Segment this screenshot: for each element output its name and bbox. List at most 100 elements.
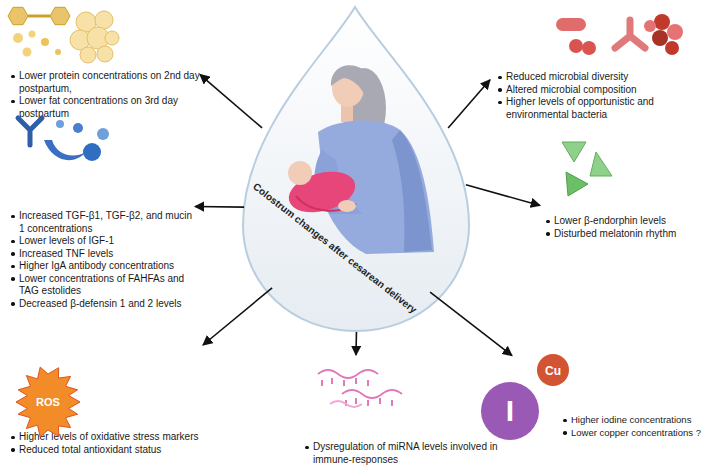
drop-outline [242, 5, 470, 332]
protein-fat-icon [97, 46, 113, 62]
arrow-connector [448, 80, 490, 128]
bullet-text: Increased TNF levels [10, 248, 195, 261]
protein-fat-icon [28, 15, 50, 18]
bacteria-icon [652, 30, 668, 46]
mother-illustration [392, 130, 432, 252]
hormone-icon [562, 142, 586, 162]
icon-label: I [506, 394, 514, 428]
protein-fat-icon [23, 48, 32, 57]
immune-factor-icon [44, 140, 86, 160]
arrow-connector [203, 288, 272, 345]
bullet-text: Increased TGF-β1, TGF-β2, and mucin 1 co… [10, 210, 195, 235]
finding-group: Increased TGF-β1, TGF-β2, and mucin 1 co… [5, 112, 195, 322]
protein-fat-icon [50, 7, 70, 24]
mirna-icon [346, 398, 392, 406]
bacteria-icon [569, 39, 583, 53]
mother-illustration [342, 68, 386, 148]
bullet-text: Disturbed melatonin rhythm [545, 228, 700, 241]
arrow-connector [195, 206, 244, 208]
bullet-text: Higher levels of oxidative stress marker… [10, 431, 225, 444]
ros-starburst [16, 367, 80, 437]
element-circles [537, 354, 569, 386]
mirna-icon [318, 370, 378, 378]
mirna-icon [322, 378, 368, 386]
bacteria-icon [556, 18, 586, 31]
icon-label: Cu [545, 364, 561, 378]
element-circles [481, 382, 539, 440]
finding-group: Dysregulation of miRNA levels involved i… [294, 355, 510, 470]
protein-fat-icon [8, 7, 119, 63]
immune-factor-icon [83, 143, 101, 161]
bullet-text: Altered microbial composition [497, 84, 680, 97]
mother-illustration [338, 200, 356, 212]
bullet-text: Lower protein concentrations on 2nd day … [10, 70, 200, 95]
mother-illustration [332, 69, 364, 107]
immune-factor-icon [18, 118, 109, 161]
bacteria-icon [665, 41, 679, 55]
icon-label: ROS [36, 396, 60, 408]
mirna-icon [342, 390, 402, 398]
bullet-text: Lower levels of IGF-1 [10, 235, 195, 248]
bullet-text: Higher iodine concentrations [562, 414, 708, 427]
hormone-icon [566, 172, 588, 196]
arrow-connector [200, 75, 262, 128]
bacteria-icon [667, 24, 683, 40]
bullet-text: Decreased β-defensin 1 and 2 levels [10, 298, 195, 311]
bullet-text: Dysregulation of miRNA levels involved i… [304, 441, 510, 466]
finding-group: Higher iodine concentrationsLower copper… [512, 340, 708, 470]
protein-fat-icon [105, 31, 119, 45]
colostrum-drop: Colostrum changes after cesarean deliver… [242, 5, 470, 332]
ros-starburst [16, 367, 80, 437]
protein-fat-icon [80, 47, 96, 63]
protein-fat-icon [95, 11, 113, 29]
mother-illustration [341, 100, 353, 122]
finding-group: Reduced microbial diversityAltered micro… [490, 5, 680, 115]
bullet-text: Reduced total antioxidant status [10, 444, 225, 457]
protein-fat-icon [8, 7, 28, 24]
bullet-text: Lower copper concentrations ? [562, 427, 708, 440]
hormone-icon [590, 152, 612, 176]
protein-fat-icon [55, 49, 61, 55]
arrow-connector [430, 292, 512, 355]
immune-factor-icon [18, 118, 42, 145]
protein-fat-icon [13, 33, 23, 43]
arrow-connector [355, 332, 357, 355]
bullet-text: Higher IgA antibody concentrations [10, 260, 195, 273]
drop-shape [243, 7, 469, 331]
protein-fat-icon [29, 31, 36, 38]
immune-factor-icon [73, 123, 83, 133]
bullet-text: Lower fat concentrations on 3rd day post… [10, 95, 200, 120]
immune-factor-icon [97, 128, 109, 140]
element-circles [481, 354, 569, 440]
bacteria-icon [582, 41, 596, 55]
bullet-text: Lower β-endorphin levels [545, 215, 700, 228]
bacteria-icon [556, 14, 683, 55]
immune-factor-icon [56, 120, 64, 128]
bacteria-icon [615, 20, 645, 48]
protein-fat-icon [70, 30, 90, 50]
arrow-connector [466, 185, 540, 206]
bullet-text: Lower concentrations of FAHFAs and TAG e… [10, 273, 195, 298]
bacteria-icon [654, 14, 670, 30]
mother-illustration [331, 65, 371, 104]
hormone-icon [562, 142, 612, 196]
bullet-text: Reduced microbial diversity [497, 71, 680, 84]
mother-illustration [288, 161, 312, 185]
mirna-icon [318, 370, 402, 407]
mirna-icon [330, 401, 362, 407]
mother-illustration [284, 65, 434, 254]
mother-illustration [318, 120, 434, 254]
mother-illustration [314, 150, 362, 214]
finding-group: Lower β-endorphin levelsDisturbed melato… [540, 135, 700, 245]
bacteria-icon [644, 20, 656, 32]
mother-illustration [296, 196, 356, 211]
bullet-text: Higher levels of opportunistic and envir… [497, 96, 680, 121]
finding-group: Lower protein concentrations on 2nd day … [5, 5, 200, 112]
mother-illustration [284, 165, 360, 219]
protein-fat-icon [76, 12, 96, 32]
